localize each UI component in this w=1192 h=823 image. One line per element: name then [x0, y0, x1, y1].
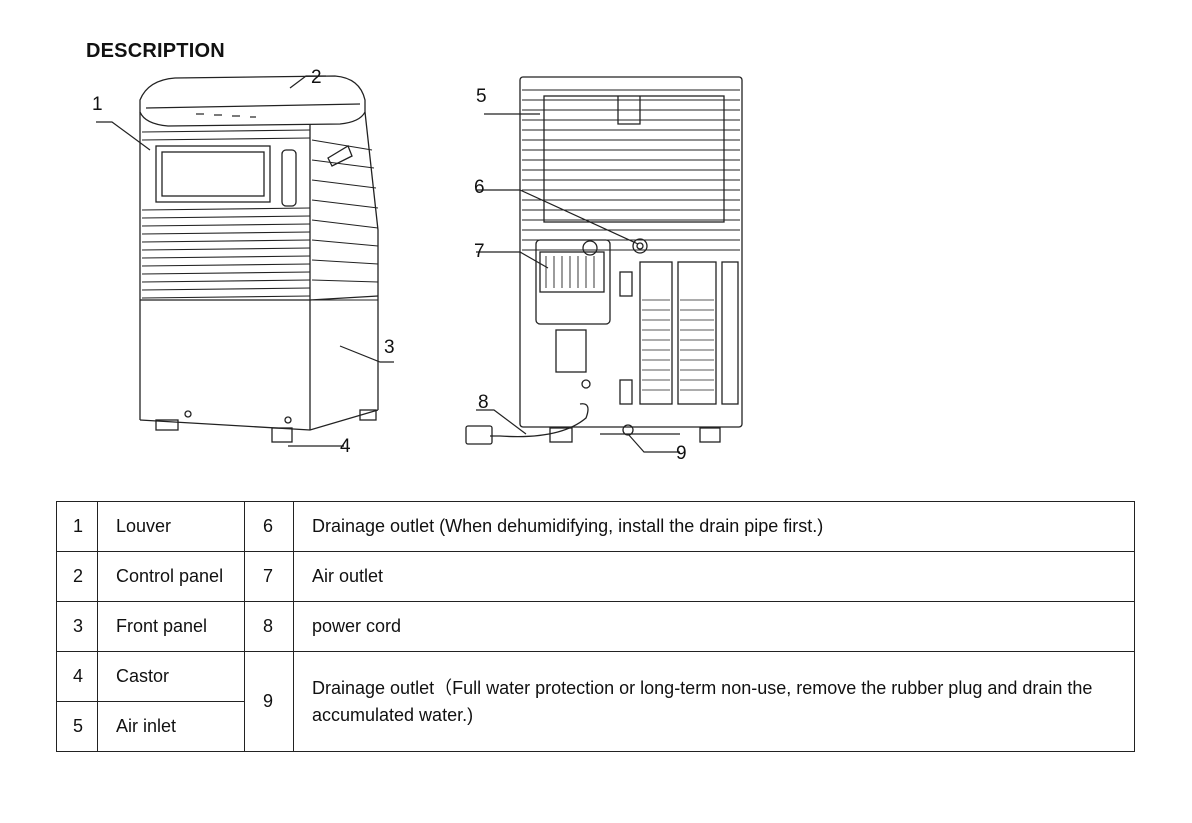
callout-1: 1: [92, 94, 103, 115]
part-description: power cord: [293, 601, 1135, 652]
callout-5: 5: [476, 86, 487, 107]
table-row: 4 Castor 9 Drainage outlet（Full water pr…: [56, 651, 1135, 752]
callout-9: 9: [676, 443, 687, 464]
product-illustration: [96, 75, 743, 453]
callout-4: 4: [340, 436, 351, 457]
part-number: 8: [244, 601, 294, 652]
part-number: 1: [56, 501, 98, 552]
part-number: 4: [56, 651, 98, 702]
part-name: Castor: [97, 651, 245, 702]
table-row: 1 Louver 6 Drainage outlet (When dehumid…: [56, 501, 1135, 552]
callout-7: 7: [474, 241, 485, 262]
leader-lines: [96, 75, 680, 453]
part-number: 9: [244, 651, 294, 752]
part-number: 7: [244, 551, 294, 602]
part-name: Front panel: [97, 601, 245, 652]
part-number: 2: [56, 551, 98, 602]
part-description: Air outlet: [293, 551, 1135, 602]
front-view-unit: [139, 75, 379, 443]
callout-8: 8: [478, 392, 489, 413]
table-row: 5 Air inlet: [56, 701, 1135, 752]
part-name: Control panel: [97, 551, 245, 602]
part-number: 5: [56, 701, 98, 752]
page-title: DESCRIPTION: [86, 40, 225, 62]
table-row: 2 Control panel 7 Air outlet: [56, 551, 1135, 602]
description-table: 1 Louver 6 Drainage outlet (When dehumid…: [56, 501, 1135, 752]
table-row: 3 Front panel 8 power cord: [56, 601, 1135, 652]
part-description: Drainage outlet（Full water protection or…: [293, 651, 1135, 752]
part-description: Drainage outlet (When dehumidifying, ins…: [293, 501, 1135, 552]
rear-view-unit: [465, 76, 743, 445]
callout-3: 3: [384, 337, 395, 358]
part-number: 3: [56, 601, 98, 652]
part-number: 6: [244, 501, 294, 552]
part-name: Louver: [97, 501, 245, 552]
part-name: Air inlet: [97, 701, 245, 752]
callout-2: 2: [311, 67, 322, 88]
callout-6: 6: [474, 177, 485, 198]
